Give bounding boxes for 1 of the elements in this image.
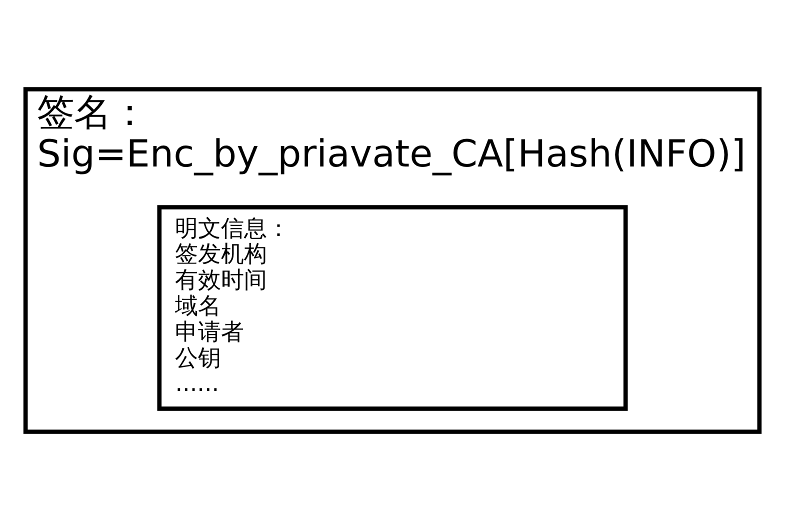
node-box: 明文信息： 签发机构 有效时间 域名 申请者 公钥 ......: [157, 204, 628, 410]
